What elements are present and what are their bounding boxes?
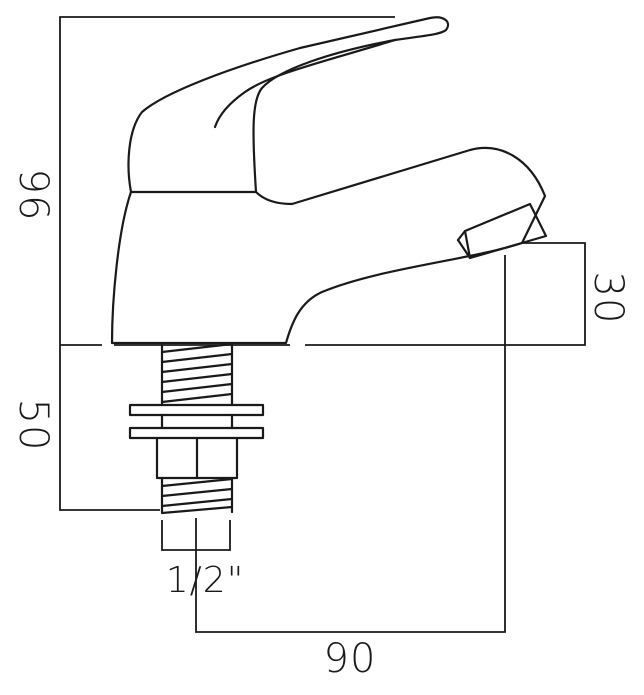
tap-lever-handle: [127, 16, 450, 194]
dimension-projection: [195, 255, 506, 633]
label-thread-size: 1/2": [166, 560, 245, 601]
label-shank-length: 50: [10, 399, 56, 452]
label-overall-height: 96: [10, 169, 56, 222]
tap-aerator: [463, 202, 548, 260]
dimension-overall-height: [59, 16, 395, 511]
dimension-thread-size: [161, 520, 231, 551]
tap-shank: [128, 342, 265, 515]
shank-thread-lines: [160, 342, 234, 404]
label-projection: 90: [324, 636, 377, 682]
tap-spout-outline: [110, 146, 547, 345]
washer-upper: [128, 403, 265, 417]
label-spout-height: 30: [585, 272, 631, 325]
washer-lower: [128, 426, 265, 440]
tap-body: [110, 16, 548, 345]
dimension-spout-height: [305, 242, 586, 346]
tap-lever-handle-edge: [213, 38, 397, 129]
lower-thread-lines: [160, 477, 234, 515]
